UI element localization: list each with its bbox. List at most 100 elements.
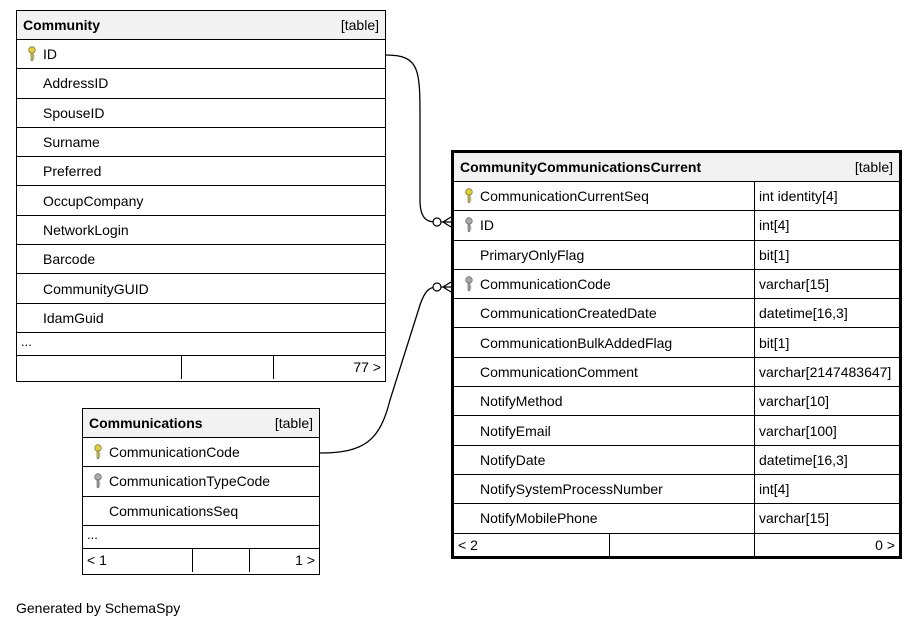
table-kind: [table] <box>854 159 893 175</box>
column-row[interactable]: CommunicationCode <box>83 438 319 468</box>
footer-middle <box>182 355 274 379</box>
column-row[interactable]: AddressID <box>17 69 385 99</box>
column-type: datetime[16,3] <box>754 445 899 474</box>
column-type: varchar[15] <box>754 504 899 533</box>
parents-count[interactable] <box>17 355 182 379</box>
column-name: CommunityGUID <box>43 280 149 297</box>
link-community-id <box>385 54 438 223</box>
key-slot <box>21 281 43 297</box>
column-name: ID <box>480 217 494 234</box>
table-header: CommunityCommunicationsCurrent [table] <box>454 153 899 182</box>
key-slot <box>458 276 480 292</box>
parents-count[interactable]: < 2 <box>454 533 610 557</box>
column-name-cell: CommunicationCode <box>83 438 319 466</box>
column-row[interactable]: NotifyDate datetime[16,3] <box>454 445 899 475</box>
column-name: CommunicationBulkAddedFlag <box>480 334 673 351</box>
column-row[interactable]: CommunicationCode varchar[15] <box>454 269 899 300</box>
column-name-cell: NetworkLogin <box>17 216 385 244</box>
table-footer: < 1 1 > <box>83 548 319 572</box>
key-slot <box>458 364 480 380</box>
footer-middle <box>610 533 755 557</box>
column-row[interactable]: SpouseID <box>17 99 385 128</box>
column-name: NetworkLogin <box>43 221 129 238</box>
column-row[interactable]: Barcode <box>17 245 385 275</box>
key-slot <box>458 217 480 233</box>
column-name-cell: CommunicationComment <box>454 358 754 386</box>
key-slot <box>458 452 480 468</box>
column-row[interactable]: Surname <box>17 128 385 158</box>
column-row[interactable]: NetworkLogin <box>17 216 385 246</box>
column-name-cell: NotifySystemProcessNumber <box>454 475 754 503</box>
column-name: AddressID <box>43 75 109 92</box>
column-name: CommunicationCurrentSeq <box>480 188 649 205</box>
column-name-cell: ID <box>454 211 754 239</box>
link-communications-code-optional-marker <box>432 282 442 292</box>
foreign-key-icon <box>94 473 102 489</box>
column-name-cell: CommunicationCreatedDate <box>454 299 754 327</box>
column-name: CommunicationCode <box>480 276 611 293</box>
column-name: NotifyDate <box>480 451 546 468</box>
key-slot <box>21 310 43 326</box>
column-name: CommunicationTypeCode <box>109 473 271 490</box>
column-name: CommunicationComment <box>480 363 638 380</box>
generated-by-caption[interactable]: Generated by SchemaSpy <box>16 600 181 616</box>
column-name: ID <box>43 46 57 63</box>
table-footer: 77 > <box>17 355 385 379</box>
key-slot <box>21 163 43 179</box>
key-slot <box>458 305 480 321</box>
key-slot <box>21 134 43 150</box>
children-count[interactable]: 1 > <box>295 552 315 569</box>
column-row[interactable]: Preferred <box>17 157 385 187</box>
foreign-key-icon <box>465 217 473 233</box>
communications-table[interactable]: Communications [table] CommunicationCode… <box>82 408 320 575</box>
column-name-cell: NotifyMobilePhone <box>454 504 754 532</box>
link-communications-code <box>319 286 438 454</box>
key-slot <box>21 251 43 267</box>
column-name: CommunicationCode <box>109 444 240 461</box>
column-name: NotifyEmail <box>480 422 551 439</box>
column-row[interactable]: CommunicationTypeCode <box>83 467 319 497</box>
column-row[interactable]: ID <box>17 40 385 70</box>
column-name: SpouseID <box>43 104 105 121</box>
key-slot <box>458 247 480 263</box>
column-name-cell: Preferred <box>17 157 385 185</box>
table-kind: [table] <box>340 17 379 33</box>
parents-count[interactable]: < 1 <box>83 548 193 572</box>
column-name-cell: PrimaryOnlyFlag <box>454 241 754 269</box>
children-count[interactable]: 77 > <box>353 359 381 376</box>
key-slot <box>21 75 43 91</box>
column-row[interactable]: ID int[4] <box>454 211 899 241</box>
key-slot <box>21 222 43 238</box>
column-type: int[4] <box>754 474 899 504</box>
children-count[interactable]: 0 > <box>875 537 895 554</box>
column-type: int[4] <box>754 211 899 240</box>
foreign-key-icon <box>465 276 473 292</box>
column-row[interactable]: OccupCompany <box>17 186 385 216</box>
column-row[interactable]: CommunicationsSeq <box>83 497 319 526</box>
column-name-cell: CommunicationCurrentSeq <box>454 182 754 210</box>
column-name-cell: Barcode <box>17 245 385 273</box>
key-slot <box>21 46 43 62</box>
column-name: IdamGuid <box>43 309 104 326</box>
key-slot <box>458 481 480 497</box>
column-name: OccupCompany <box>43 192 144 209</box>
column-row[interactable]: IdamGuid <box>17 304 385 333</box>
key-slot <box>458 510 480 526</box>
community-communications-current-table[interactable]: CommunityCommunicationsCurrent [table] C… <box>451 150 902 559</box>
column-name-cell: CommunicationsSeq <box>83 497 319 525</box>
more-columns: ... <box>17 333 385 356</box>
column-row[interactable]: CommunityGUID <box>17 274 385 304</box>
column-type: varchar[15] <box>754 269 899 299</box>
column-name-cell: Surname <box>17 128 385 156</box>
